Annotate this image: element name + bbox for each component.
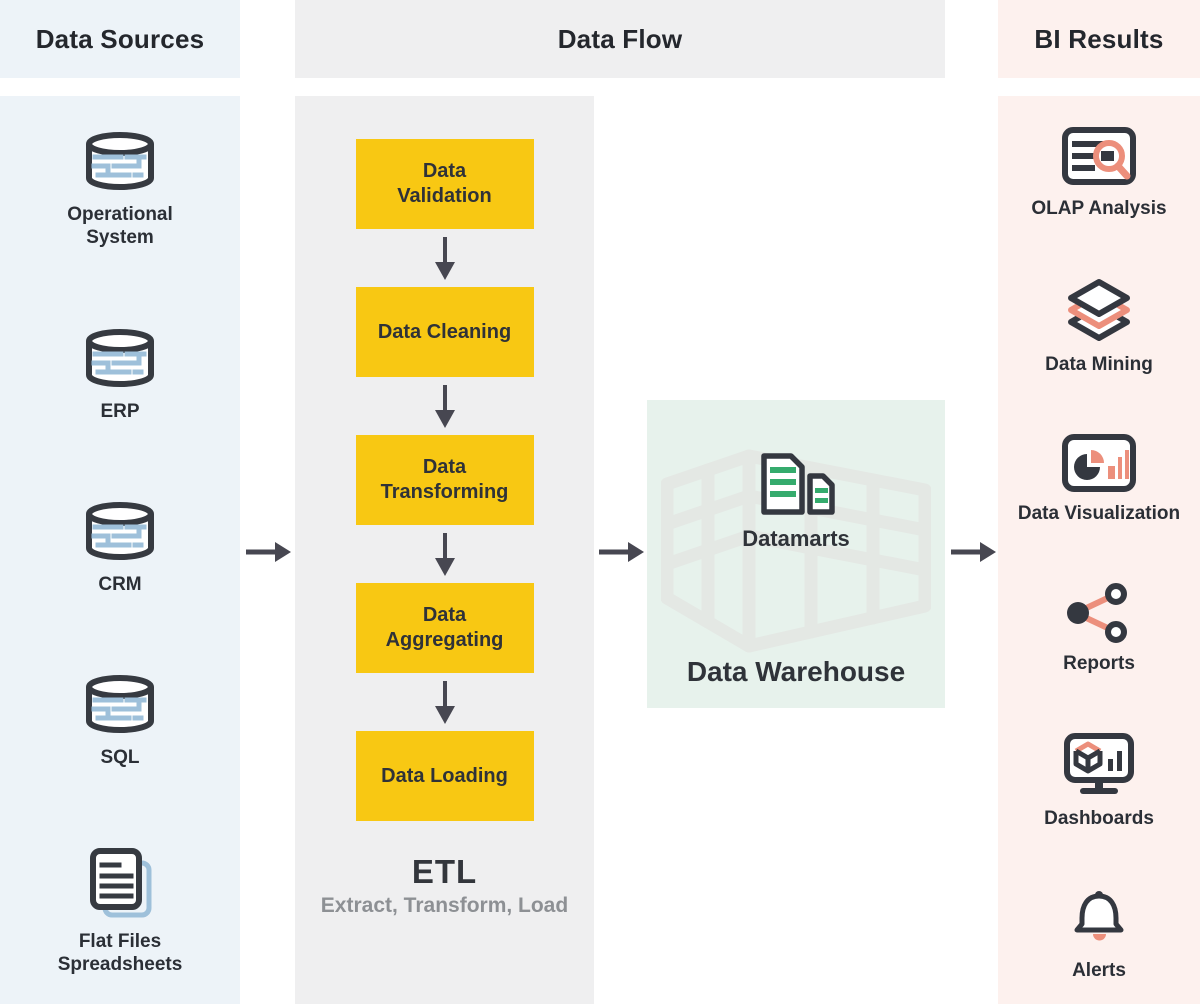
bi-item-label: Data Visualization (1017, 503, 1181, 525)
right-arrow-icon (246, 542, 291, 562)
source-item-label: ERP (100, 400, 140, 422)
bi-item-data-visualization: Data Visualization (1018, 433, 1180, 525)
buildings-icon (761, 453, 835, 515)
etl-title: ETL (411, 853, 478, 890)
charts-board-icon (1061, 434, 1136, 493)
bi-item-label: Data Mining (1045, 353, 1153, 375)
flow-step-label: Data Transforming (380, 456, 509, 503)
data-flow-panel: Data Validation Data Cleaning Data Trans… (295, 96, 594, 1004)
down-arrow-icon (434, 385, 455, 428)
source-item-label: SQL (100, 747, 140, 769)
database-icon (86, 675, 154, 734)
down-arrow-icon (434, 237, 455, 280)
share-icon (1066, 582, 1127, 643)
bi-item-label: OLAP Analysis (1031, 198, 1167, 219)
flow-step-data-cleaning: Data Cleaning (355, 287, 534, 377)
bi-item-dashboards: Dashboards (1044, 732, 1154, 830)
connector-warehouse-to-bi (949, 539, 997, 570)
flow-connector (434, 377, 456, 435)
down-arrow-icon (434, 533, 455, 576)
data-flow-title: Data Flow (557, 23, 683, 54)
etl-subtitle: Extract, Transform, Load (320, 894, 569, 917)
bi-results-panel: OLAP Analysis Data Mining Data Visualiza… (998, 96, 1200, 1004)
documents-icon (90, 847, 152, 918)
down-arrow-icon (434, 681, 455, 724)
database-icon (86, 501, 154, 560)
source-item-label: CRM (98, 573, 142, 595)
data-sources-title: Data Sources (35, 23, 205, 54)
layers-icon (1067, 278, 1130, 341)
source-item-label: Operational System (67, 204, 173, 249)
datamarts-label: Datamarts (742, 526, 850, 551)
flow-step-label: Data Cleaning (377, 320, 512, 343)
flow-step-label: Data Validation (397, 160, 492, 207)
data-warehouse-box: Datamarts Data Warehouse (647, 400, 945, 708)
source-item-crm: CRM (81, 500, 159, 596)
monitor-cube-icon (1064, 733, 1134, 795)
flow-connector (434, 525, 456, 583)
olap-search-icon (1061, 127, 1136, 185)
flow-step-data-aggregating: Data Aggregating (355, 583, 534, 673)
flow-step-data-transforming: Data Transforming (355, 435, 534, 525)
source-item-label: Flat Files Spreadsheets (57, 930, 183, 975)
bi-item-reports: Reports (1063, 582, 1135, 675)
connector-flow-to-warehouse (597, 539, 645, 570)
flow-connector (434, 229, 456, 287)
right-arrow-icon (599, 542, 644, 562)
etl-block: ETL Extract, Transform, Load (319, 853, 571, 919)
database-icon (86, 132, 154, 190)
flow-step-data-validation: Data Validation (355, 139, 534, 229)
data-flow-header: Data Flow (295, 0, 945, 78)
right-arrow-icon (951, 542, 996, 562)
data-warehouse-title: Data Warehouse (686, 656, 906, 687)
flow-step-label: Data Aggregating (385, 604, 504, 651)
data-sources-header: Data Sources (0, 0, 240, 78)
bell-icon (1074, 890, 1124, 941)
database-icon (86, 328, 154, 387)
bi-item-label: Reports (1063, 652, 1135, 674)
bi-results-header: BI Results (998, 0, 1200, 78)
flow-step-data-loading: Data Loading (355, 731, 534, 821)
flow-step-label: Data Loading (381, 764, 508, 787)
data-sources-panel: Operational System ERP (0, 96, 240, 1004)
bi-item-olap-analysis: OLAP Analysis (1031, 126, 1167, 220)
source-item-sql: SQL (81, 673, 159, 769)
source-item-erp: ERP (81, 327, 159, 423)
warehouse-content: Datamarts (647, 400, 945, 708)
flow-connector (434, 673, 456, 731)
connector-sources-to-flow (244, 539, 292, 570)
bi-item-label: Alerts (1072, 959, 1126, 981)
source-item-flat-files: Flat Files Spreadsheets (32, 847, 208, 976)
bi-item-data-mining: Data Mining (1045, 278, 1153, 376)
bi-item-alerts: Alerts (1068, 888, 1130, 982)
source-item-operational-system: Operational System (32, 130, 208, 249)
bi-results-title: BI Results (1034, 23, 1164, 54)
bi-item-label: Dashboards (1044, 808, 1154, 830)
